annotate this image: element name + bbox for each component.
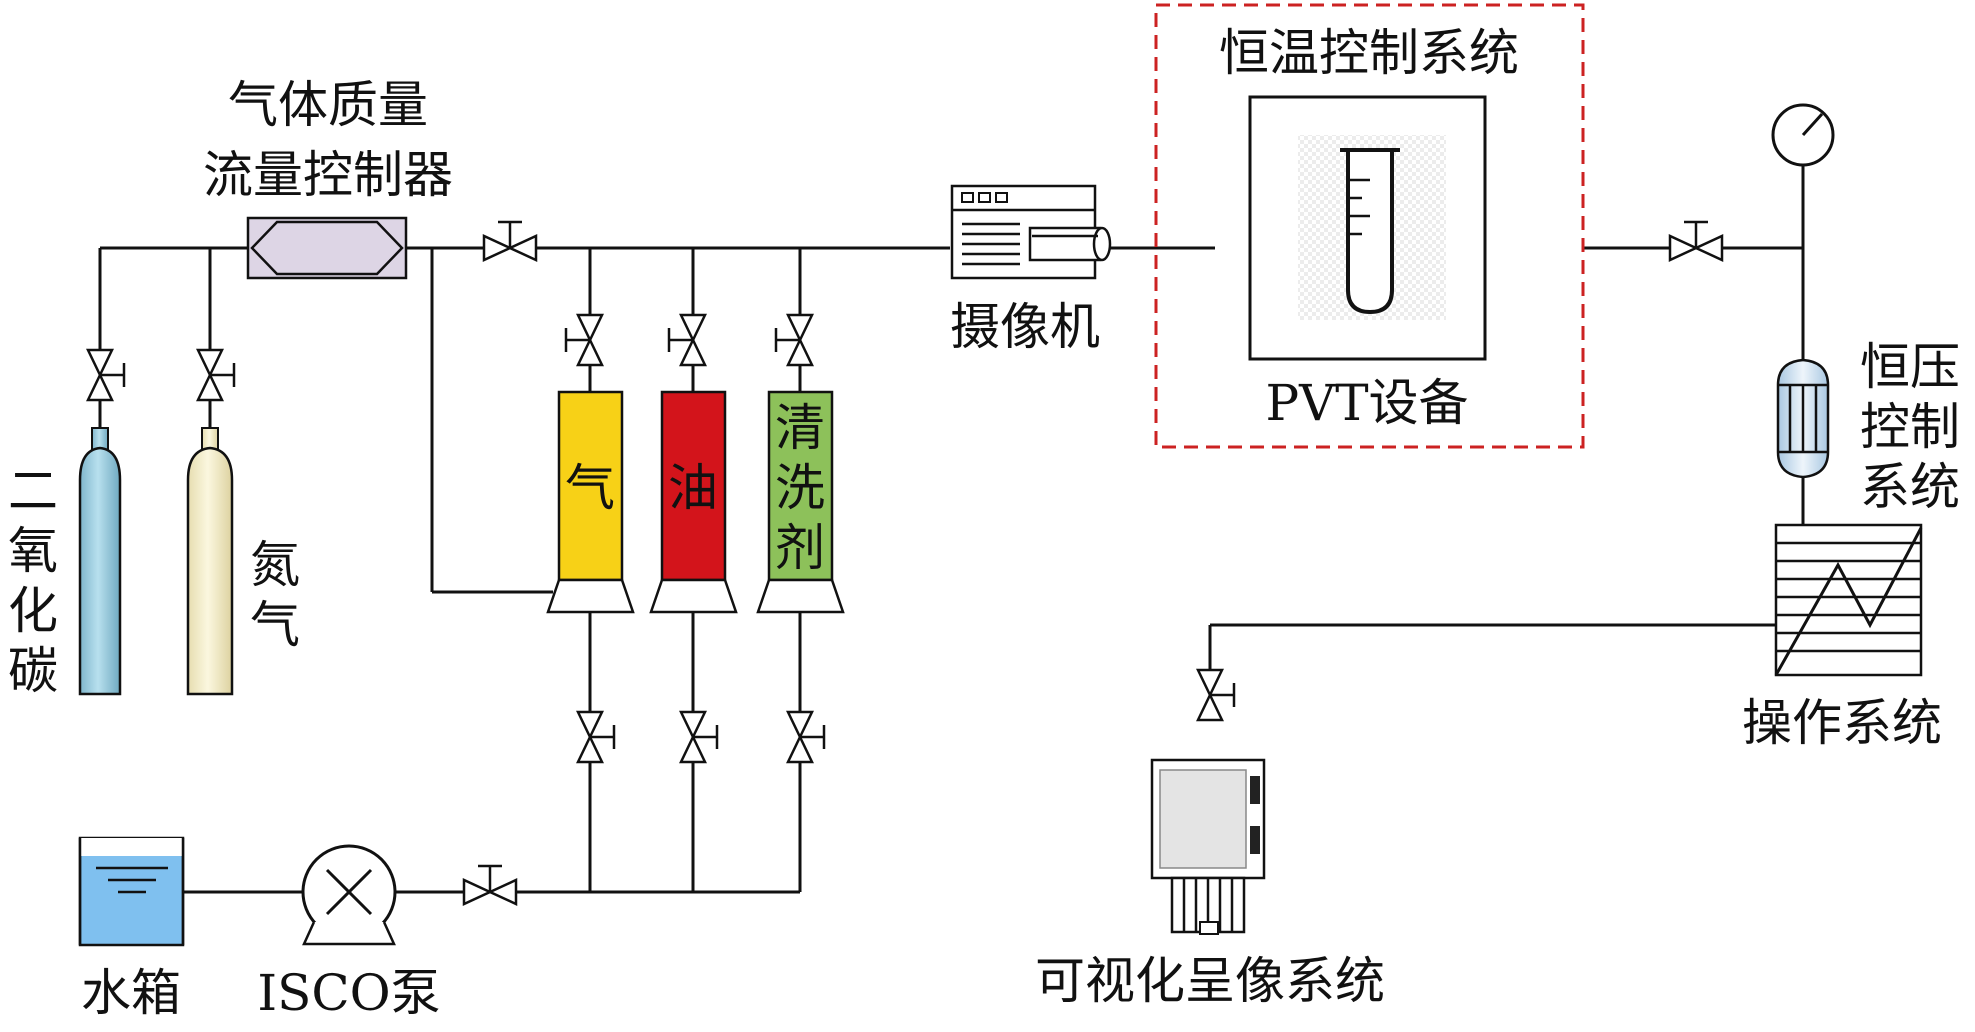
co2-cylinder xyxy=(78,427,122,696)
valve-gas-tank-top[interactable] xyxy=(564,313,604,367)
oil-tank xyxy=(649,390,738,614)
clean-tank-label-char-2: 洗 xyxy=(775,459,825,517)
cleaning-agent-tank xyxy=(756,390,845,614)
clean-tank-label-char-3: 剂 xyxy=(775,519,825,577)
valve-clean-tank-bottom[interactable] xyxy=(786,710,826,764)
gas-tank xyxy=(546,390,635,614)
imaging-display xyxy=(1150,758,1266,935)
imaging-system-label: 可视化呈像系统 xyxy=(1035,952,1385,1010)
pressure-system-label-line1: 恒压 xyxy=(1860,338,1960,396)
co2-label-char-2: 氧 xyxy=(8,522,58,580)
valves xyxy=(86,220,1724,906)
mfc-label-line2: 流量控制器 xyxy=(203,146,453,204)
camera-label: 摄像机 xyxy=(950,298,1100,356)
valve-outlet[interactable] xyxy=(1668,220,1724,262)
n2-label-char-2: 气 xyxy=(250,596,300,654)
valve-oil-tank-bottom[interactable] xyxy=(679,710,719,764)
co2-label-char-1: 二 xyxy=(8,462,58,520)
water-tank xyxy=(78,836,185,947)
valve-main-gas[interactable] xyxy=(482,220,538,262)
valve-n2[interactable] xyxy=(196,348,236,402)
isco-pump-label: ISCO泵 xyxy=(257,964,440,1022)
mass-flow-controller xyxy=(246,216,408,280)
operation-system-label: 操作系统 xyxy=(1742,694,1942,752)
valve-pump-outlet[interactable] xyxy=(462,864,518,906)
water-tank-label: 水箱 xyxy=(81,964,181,1022)
n2-label-char-1: 氮 xyxy=(250,536,300,594)
back-pressure-regulator xyxy=(1776,358,1830,479)
co2-label-char-3: 化 xyxy=(8,582,58,640)
n2-cylinder xyxy=(186,427,234,696)
valve-clean-tank-top[interactable] xyxy=(774,313,814,367)
thermostat-system-label: 恒温控制系统 xyxy=(1219,24,1519,82)
valve-co2[interactable] xyxy=(86,348,126,402)
clean-tank-label-char-1: 清 xyxy=(775,399,825,457)
camera xyxy=(950,184,1112,280)
valve-oil-tank-top[interactable] xyxy=(667,313,707,367)
mfc-label-line1: 气体质量 xyxy=(228,76,428,134)
thermostat-system-boundary xyxy=(1154,3,1585,449)
isco-pump xyxy=(301,844,397,946)
co2-label-char-4: 碳 xyxy=(8,642,58,700)
pressure-system-label-line2: 控制 xyxy=(1860,398,1960,456)
valve-gas-tank-bottom[interactable] xyxy=(576,710,616,764)
oil-tank-label: 油 xyxy=(668,459,718,517)
pvt-label: PVT设备 xyxy=(1265,374,1468,432)
gas-tank-label: 气 xyxy=(565,459,615,517)
pressure-gauge xyxy=(1771,103,1835,167)
pressure-system-label-line3: 系统 xyxy=(1860,458,1960,516)
valve-imaging[interactable] xyxy=(1196,668,1236,722)
operation-system-monitor xyxy=(1774,523,1923,677)
pvt-cell xyxy=(1248,95,1487,361)
